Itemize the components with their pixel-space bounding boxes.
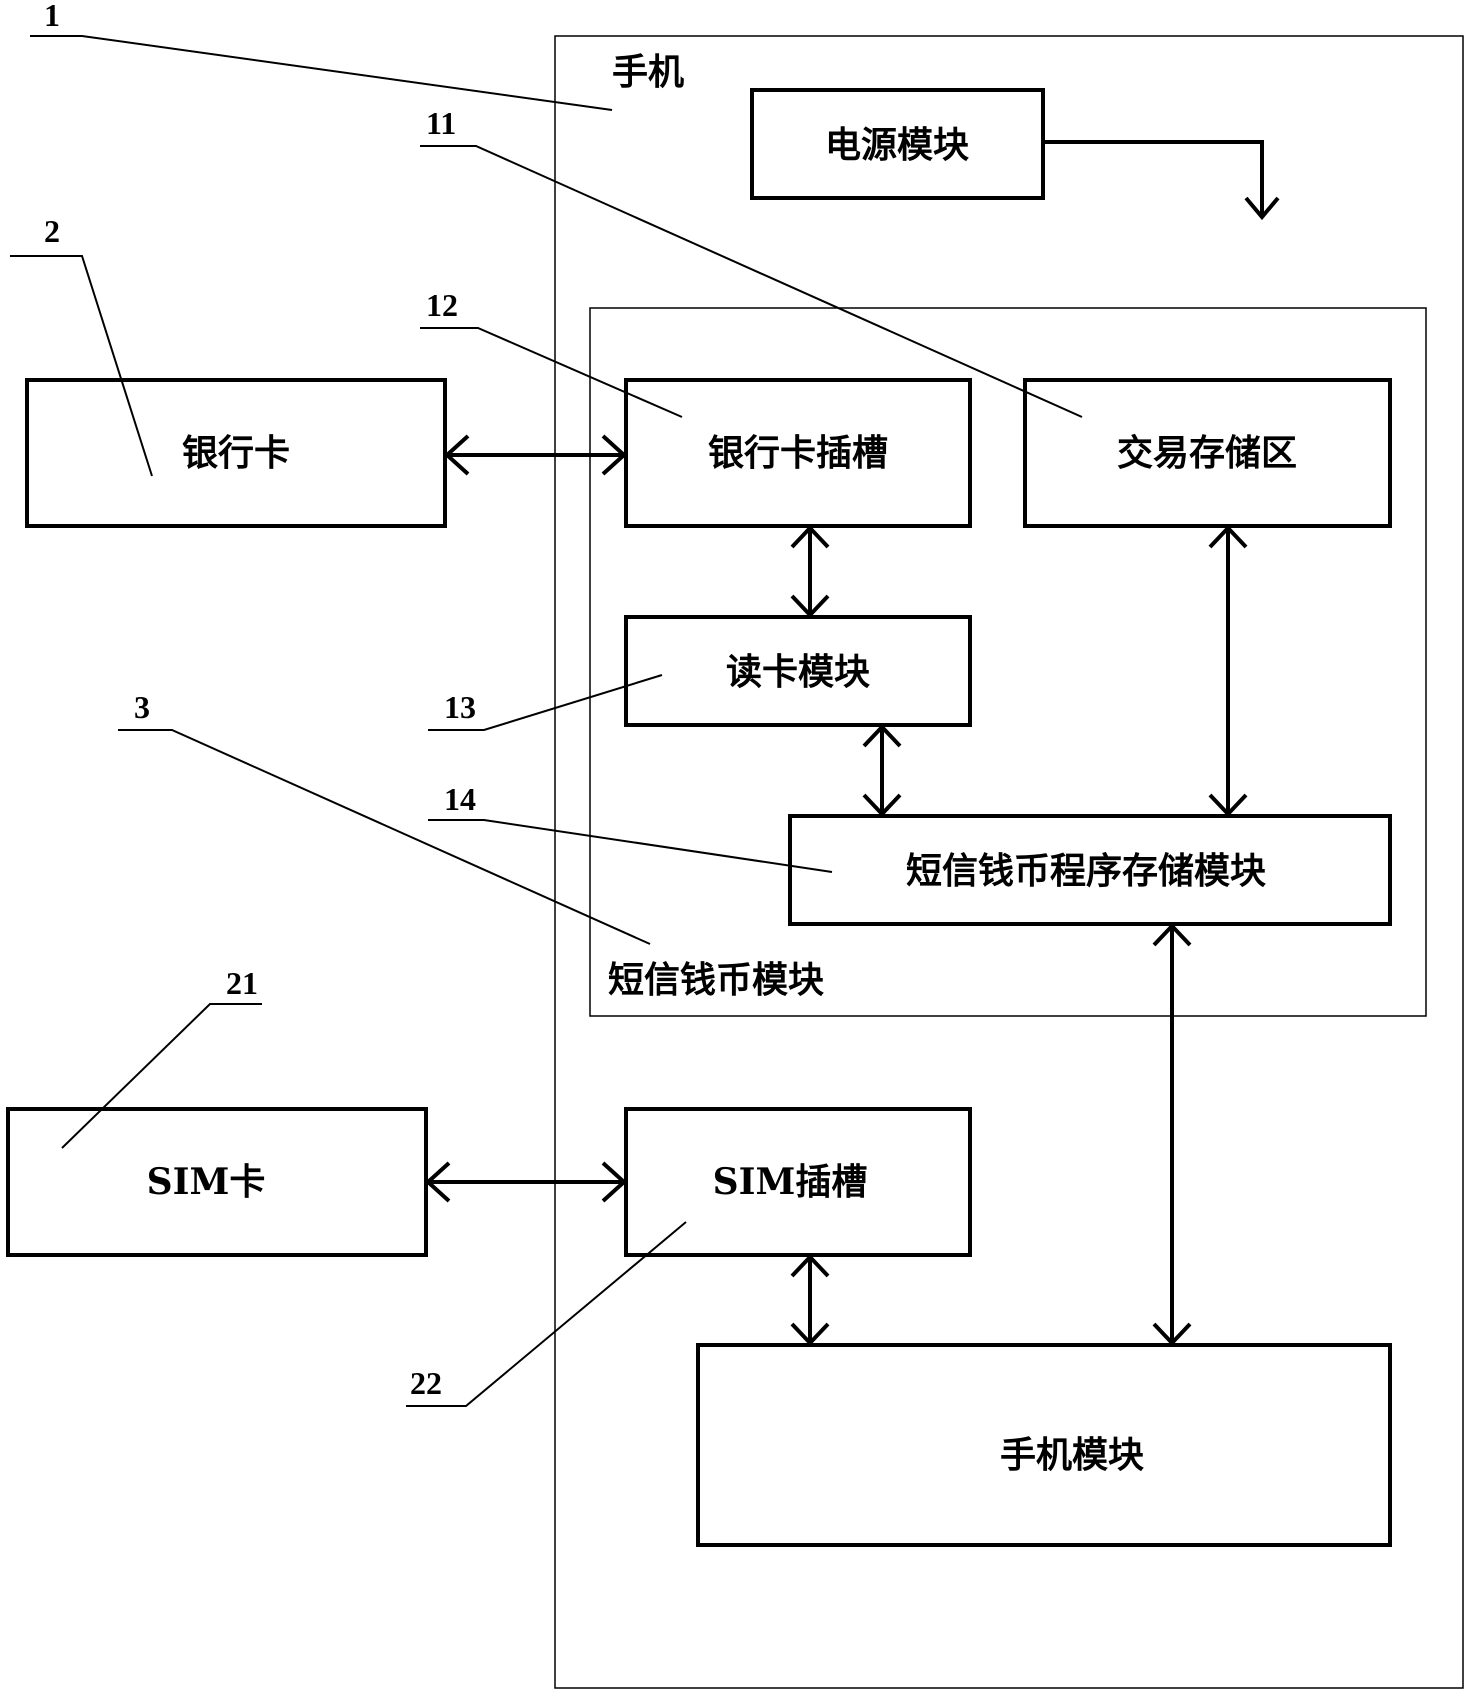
bank-card-slot-block: 银行卡插槽	[626, 380, 970, 526]
reader-program-arrow	[864, 727, 900, 814]
svg-text:短信钱币程序存储模块: 短信钱币程序存储模块	[906, 850, 1266, 892]
svg-text:2: 2	[44, 213, 60, 249]
svg-text:11: 11	[426, 105, 456, 141]
phone-module-block: 手机模块	[698, 1345, 1390, 1545]
svg-text:12: 12	[426, 287, 458, 323]
svg-text:SIM插槽: SIM插槽	[713, 1161, 868, 1203]
svg-text:13: 13	[444, 689, 476, 725]
sim-card-block: SIM卡	[8, 1109, 426, 1255]
ref-label-3: 3	[118, 689, 650, 944]
ref-label-1: 1	[30, 0, 612, 110]
svg-text:SIM卡: SIM卡	[147, 1161, 266, 1203]
slot-reader-arrow	[792, 528, 828, 615]
power-connector-arrow	[1043, 142, 1278, 217]
svg-text:14: 14	[444, 781, 476, 817]
svg-text:22: 22	[410, 1365, 442, 1401]
svg-text:1: 1	[44, 0, 60, 33]
svg-text:21: 21	[226, 965, 258, 1001]
sim-slot-block: SIM插槽	[626, 1109, 970, 1255]
ref-label-14: 14	[428, 781, 832, 872]
svg-text:3: 3	[134, 689, 150, 725]
program-phone-arrow	[1154, 926, 1190, 1343]
svg-text:银行卡插槽: 银行卡插槽	[708, 432, 888, 474]
svg-text:读卡模块: 读卡模块	[726, 651, 870, 693]
svg-text:电源模块: 电源模块	[825, 124, 969, 166]
card-reader-block: 读卡模块	[626, 617, 970, 725]
bank-card-block: 银行卡	[27, 380, 445, 526]
transaction-storage-block: 交易存储区	[1025, 380, 1390, 526]
phone-container-label: 手机	[612, 51, 684, 93]
power-module-block: 电源模块	[752, 90, 1043, 198]
transaction-program-arrow	[1210, 528, 1246, 814]
svg-text:银行卡: 银行卡	[182, 432, 290, 474]
svg-text:交易存储区: 交易存储区	[1117, 432, 1297, 474]
simslot-phone-arrow	[792, 1257, 828, 1343]
simcard-slot-arrow	[428, 1163, 624, 1201]
bankcard-slot-arrow	[447, 436, 624, 474]
svg-text:手机模块: 手机模块	[1000, 1434, 1144, 1476]
sms-wallet-container-label: 短信钱币模块	[608, 959, 824, 1001]
program-storage-block: 短信钱币程序存储模块	[790, 816, 1390, 924]
